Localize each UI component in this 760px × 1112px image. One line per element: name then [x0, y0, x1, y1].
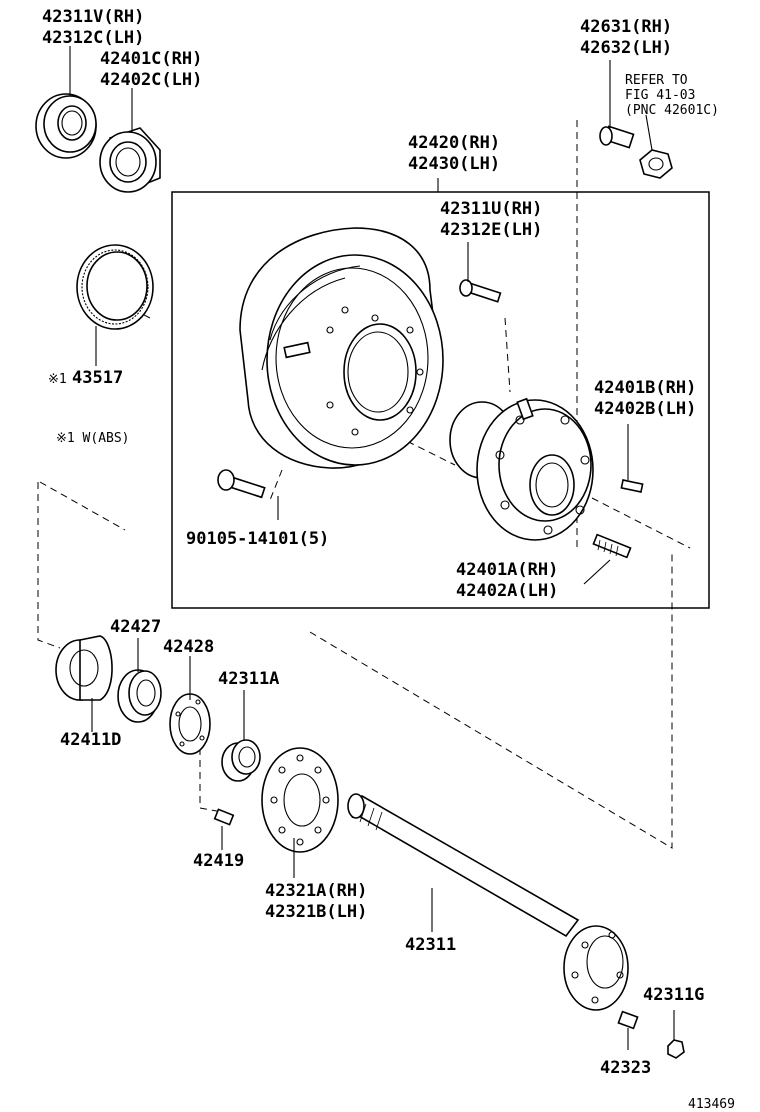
hub-bolt-42631: [599, 60, 635, 149]
label-42427: 42427: [110, 617, 161, 637]
hub-bolt-42311u: [459, 242, 502, 303]
label-42428: 42428: [163, 637, 214, 657]
oil-seal-42311v: [35, 93, 97, 159]
refer-text-2: FIG 41-03: [625, 88, 695, 103]
label-42419: 42419: [193, 851, 244, 871]
axle-shaft-42311: [347, 793, 629, 1011]
sensor-rotor-43517: [76, 244, 154, 330]
label-42411d: 42411D: [60, 730, 121, 750]
label-42323: 42323: [600, 1058, 651, 1078]
lock-nut-42427: [117, 638, 162, 723]
label-42312c: 42312C(LH): [42, 28, 144, 48]
label-42401a: 42401A(RH): [456, 560, 558, 580]
oil-seal-42311a: [221, 690, 261, 782]
label-42402c: 42402C(LH): [100, 70, 202, 90]
bolt-90105: [217, 469, 279, 520]
refer-text-1: REFER TO: [625, 73, 688, 88]
screw-42419: [213, 808, 235, 850]
pin-42401b: [620, 424, 644, 493]
label-42420: 42420(RH): [408, 133, 500, 153]
lock-washer-42428: [169, 656, 211, 755]
plug-42323: [617, 1010, 639, 1050]
label-42402a: 42402A(LH): [456, 581, 558, 601]
gasket-42321: [261, 747, 339, 878]
label-42631: 42631(RH): [580, 17, 672, 37]
label-42632: 42632(LH): [580, 38, 672, 58]
label-42312e: 42312E(LH): [440, 220, 542, 240]
bearing-42411d: [55, 635, 113, 732]
label-42311v: 42311V(RH): [42, 7, 144, 27]
label-42430: 42430(LH): [408, 154, 500, 174]
axle-hub: [449, 397, 594, 541]
figure-number: 413469: [688, 1097, 735, 1112]
label-42321b: 42321B(LH): [265, 902, 367, 922]
part-labels: 42311V(RH) 42312C(LH) 42401C(RH) 42402C(…: [42, 7, 735, 1112]
label-42311: 42311: [405, 935, 456, 955]
assembly-box: [171, 191, 710, 609]
mark-1: ※1: [48, 372, 67, 387]
nut-42311g: [667, 1010, 685, 1059]
label-43517: 43517: [72, 368, 123, 388]
label-42311g: 42311G: [643, 985, 704, 1005]
refer-text-3: (PNC 42601C): [625, 103, 719, 118]
label-42321a: 42321A(RH): [265, 881, 367, 901]
label-42311u: 42311U(RH): [440, 199, 542, 219]
label-42401b: 42401B(RH): [594, 378, 696, 398]
label-42402b: 42402B(LH): [594, 399, 696, 419]
note-abs: ※1 W(ABS): [56, 431, 130, 446]
label-90105: 90105-14101(5): [186, 529, 329, 549]
brake-drum-42420: [239, 227, 444, 469]
stud-42401a: [583, 533, 632, 585]
label-42311a: 42311A: [218, 669, 279, 689]
nut-42601c: [639, 114, 673, 179]
label-42401c: 42401C(RH): [100, 49, 202, 69]
bearing-42401c: [99, 127, 161, 193]
